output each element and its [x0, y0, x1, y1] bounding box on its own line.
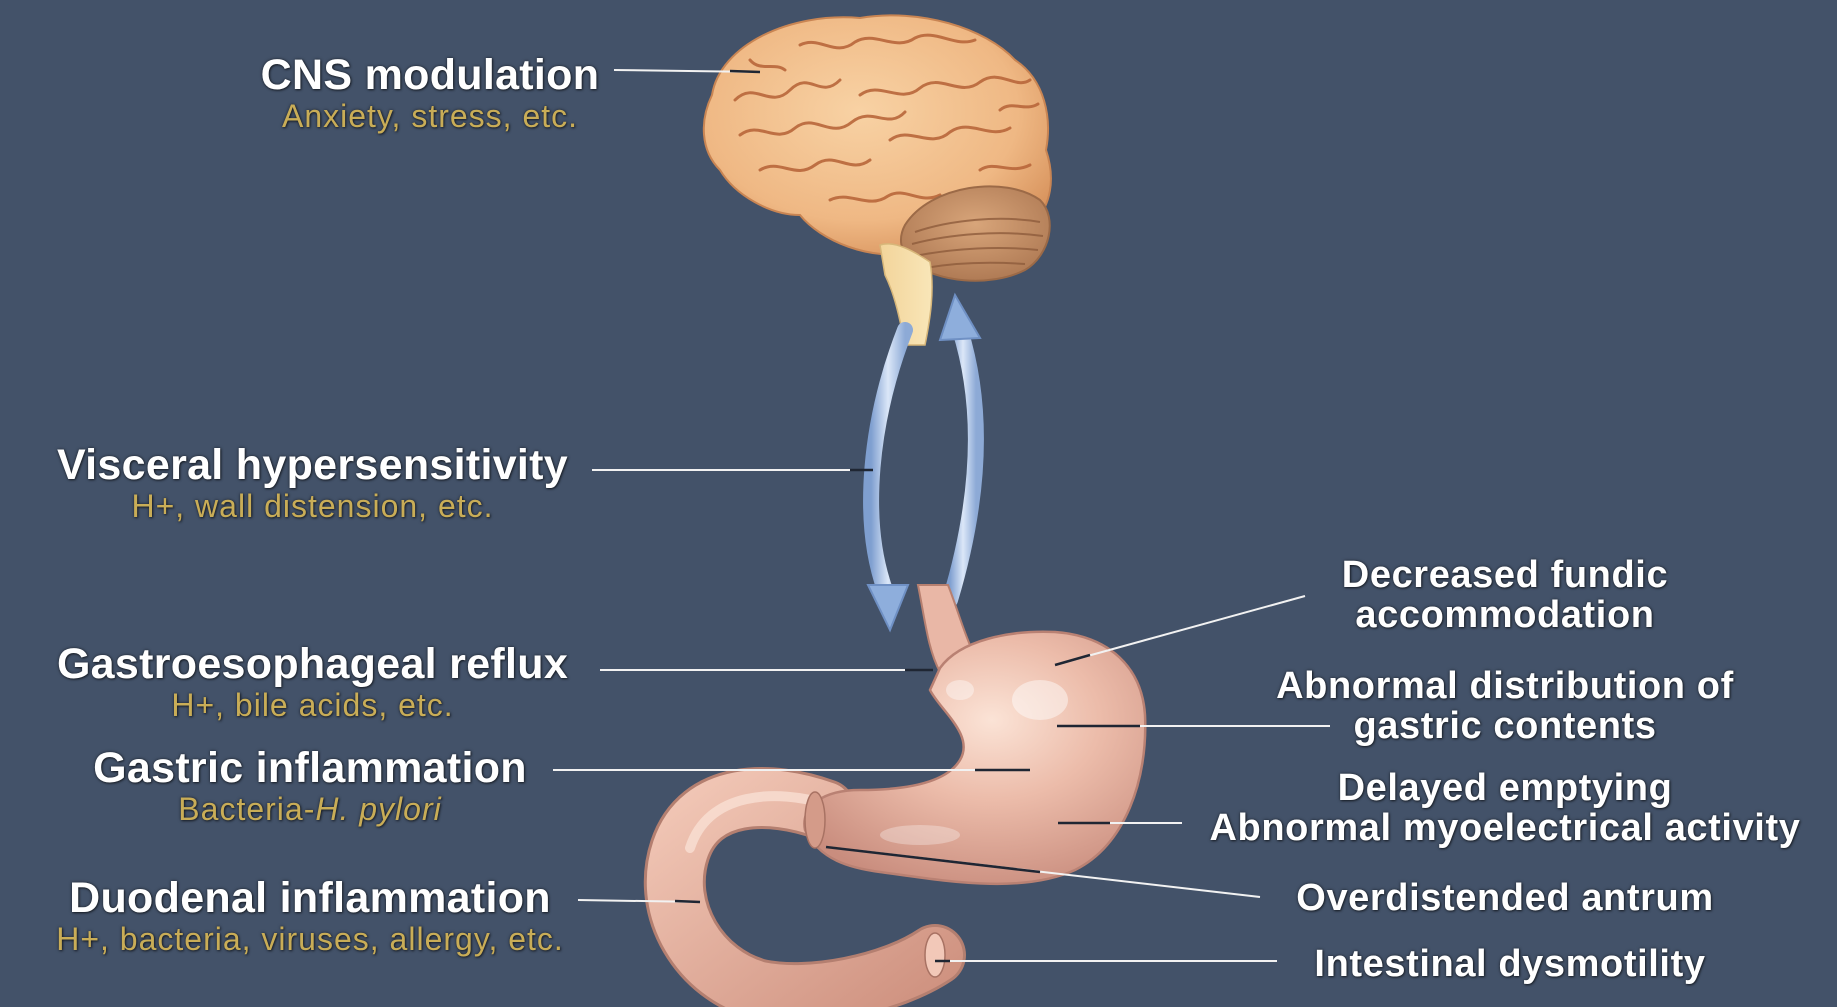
abnormal-distribution-label: Abnormal distribution of gastric content… — [1230, 666, 1780, 746]
reflux-subtitle: H+, bile acids, etc. — [30, 687, 595, 723]
gastric-title: Gastric inflammation — [70, 745, 550, 791]
duodenal-subtitle: H+, bacteria, viruses, allergy, etc. — [10, 921, 610, 957]
reflux-title: Gastroesophageal reflux — [30, 641, 595, 687]
leader-fundic — [1055, 596, 1305, 665]
duodenal-inflammation-label: Duodenal inflammation H+, bacteria, viru… — [10, 875, 610, 957]
gastric-inflammation-label: Gastric inflammation Bacteria-H. pylori — [70, 745, 550, 827]
delayed-emptying-label: Delayed emptying Abnormal myoelectrical … — [1180, 768, 1830, 848]
decreased-fundic-accommodation-label: Decreased fundic accommodation — [1290, 555, 1720, 635]
visceral-title: Visceral hypersensitivity — [30, 442, 595, 488]
cns-title: CNS modulation — [240, 52, 620, 98]
fundic-line1: Decreased fundic — [1290, 555, 1720, 595]
overdistended-antrum-label: Overdistended antrum — [1265, 878, 1745, 918]
visceral-hypersensitivity-label: Visceral hypersensitivity H+, wall diste… — [30, 442, 595, 524]
gastric-subtitle: Bacteria-H. pylori — [70, 791, 550, 827]
gastroesophageal-reflux-label: Gastroesophageal reflux H+, bile acids, … — [30, 641, 595, 723]
distribution-line2: gastric contents — [1230, 706, 1780, 746]
intestinal-dysmotility-label: Intestinal dysmotility — [1280, 944, 1740, 984]
emptying-line2: Abnormal myoelectrical activity — [1180, 808, 1830, 848]
cns-subtitle: Anxiety, stress, etc. — [240, 98, 620, 134]
duodenal-title: Duodenal inflammation — [10, 875, 610, 921]
distribution-line1: Abnormal distribution of — [1230, 666, 1780, 706]
gastric-subtitle-plain: Bacteria- — [178, 791, 315, 827]
gastric-subtitle-italic: H. pylori — [315, 791, 441, 827]
brain-illustration — [704, 15, 1051, 345]
fundic-line2: accommodation — [1290, 595, 1720, 635]
visceral-subtitle: H+, wall distension, etc. — [30, 488, 595, 524]
stomach-illustration — [675, 585, 1145, 993]
cns-modulation-label: CNS modulation Anxiety, stress, etc. — [240, 52, 620, 134]
emptying-line1: Delayed emptying — [1180, 768, 1830, 808]
